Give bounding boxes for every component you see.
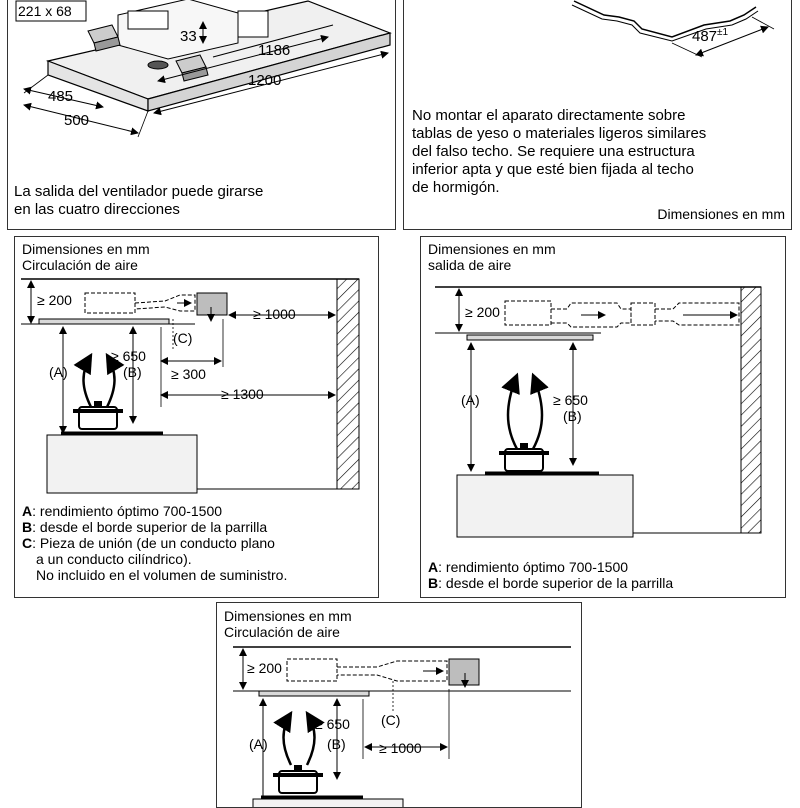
dim-650-label: ≥ 650 [315,716,350,732]
mounting-note-line5: de hormigón. [412,179,500,196]
label-b: (B) [123,364,142,380]
legend-b: B: desde el borde superior de la parrill… [22,519,268,535]
ceiling-cutout-drawing: 487±1 [571,0,775,58]
fan-housing-dashed [84,292,136,314]
fan-housing-dashed [286,658,338,682]
length-inner-label: 1186 [258,42,290,59]
mounting-note-line3: del falso techo. Se requiere una estruct… [412,143,695,160]
fan-housing-dashed [504,300,552,326]
label-b: (B) [563,408,582,424]
recirculation-drawing: ≥ 200 ≥ 1000 (C) ≥ 650 (A) (B) ≥ 300 ≥ 1… [21,278,360,494]
recirculation-module [448,658,480,686]
length-outer-label: 1200 [248,72,281,89]
dim-1000-label: ≥ 1000 [379,740,422,756]
depth-inner-label: 485 [48,88,73,105]
fan-outlet-caption-line1: La salida del ventilador puede girarse [14,183,264,200]
dim-200-label: ≥ 200 [247,660,282,676]
recirculation-panel-2: Dimensiones en mm Circulación de aire [216,602,582,808]
mounting-note-line1: No montar el aparato directamente sobre [412,107,686,124]
ceiling-cutout-panel: 487±1 No montar el aparato directamente … [403,0,792,230]
hood-body [38,318,170,325]
label-c: (C) [381,712,400,728]
dim-650-label: ≥ 650 [553,392,588,408]
duct-dashed [337,660,448,682]
duct-dimension-label: 221 x 68 [18,3,72,19]
depth-outer-label: 500 [64,112,89,129]
counter [46,434,198,494]
counter [252,798,404,807]
recirculation-drawing-2: ≥ 200 ≥ 650 (A) (B) (C) ≥ 1000 [233,646,571,807]
installation-panel: 221 x 68 33 1186 1200 485 500 La salida … [7,0,396,230]
mounting-note-line4: inferior apta y que esté bien fijada al … [412,161,694,178]
recirculation-module [196,292,228,316]
fan-outlet-caption-line2: en las cuatro direcciones [14,201,180,218]
panel-header-mode: Circulación de aire [224,624,340,640]
dim-1000-label: ≥ 1000 [253,306,296,322]
recirculation-panel: Dimensiones en mm Circulación de aire [14,236,379,598]
panel-header-mode: salida de aire [428,257,512,273]
mounting-note-line2: tablas de yeso o materiales ligeros simi… [412,125,707,142]
units-label: Dimensiones en mm [657,206,785,222]
panel-header-mode: Circulación de aire [22,257,138,273]
cutout-width-label: 487±1 [692,27,729,45]
legend-a: A: rendimiento óptimo 700-1500 [22,503,223,519]
dim-200-label: ≥ 200 [37,292,72,308]
cutout-outline [573,0,757,38]
label-c: (C) [173,330,192,346]
label-a: (A) [49,364,68,380]
exhaust-drawing: ≥ 200 (A) ≥ 650 (B) [435,286,762,538]
label-b: (B) [327,736,346,752]
legend-a: A: rendimiento óptimo 700-1500 [428,559,629,575]
panel-header-units: Dimensiones en mm [428,241,556,257]
legend-b: B: desde el borde superior de la parrill… [428,575,674,591]
label-a: (A) [461,392,480,408]
panel-header-units: Dimensiones en mm [224,608,352,624]
panel-header-units: Dimensiones en mm [22,241,150,257]
dim-650-label: ≥ 650 [111,348,146,364]
wall [336,278,360,490]
legend-c: C: Pieza de unión (de un conducto plano [22,535,275,551]
exhaust-panel: Dimensiones en mm salida de aire [420,236,786,598]
wall [740,286,762,534]
dim-200-label: ≥ 200 [465,304,500,320]
duct-dashed [134,294,196,312]
dim-300-label: ≥ 300 [171,366,206,382]
label-a: (A) [249,736,268,752]
dim-1300-label: ≥ 1300 [221,386,264,402]
hood-body [258,690,370,697]
counter [456,474,634,538]
height-dimension-label: 33 [180,28,197,45]
legend-c-line3: No incluido en el volumen de suministro. [36,567,288,583]
legend-c-line2: a un conducto cilíndrico). [36,551,192,567]
hood-body [466,334,594,341]
hood-isometric-drawing: 221 x 68 33 1186 1200 485 500 [15,0,392,138]
duct-dimension-box [15,0,87,22]
